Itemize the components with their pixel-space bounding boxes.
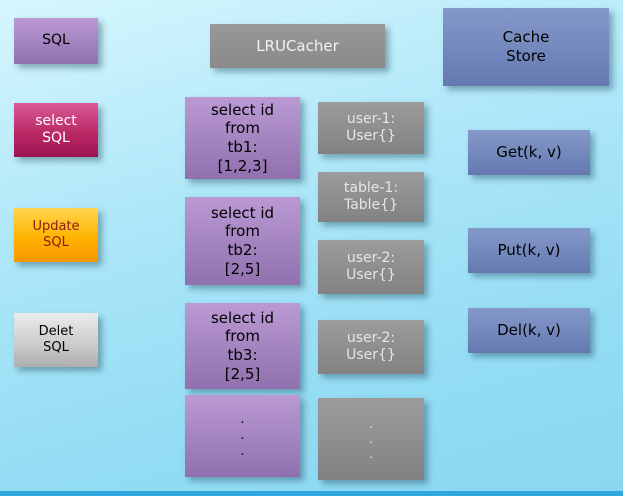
node-lrucacher: LRUCacher [210,24,385,68]
op-put: Put(k, v) [468,228,590,273]
query-box-tb3: select id from tb3: [2,5] [185,303,300,389]
query-box-tb2: select id from tb2: [2,5] [185,197,300,285]
node-sql: SQL [14,18,98,64]
node-cache-store: Cache Store [443,8,609,86]
cache-entry-table1: table-1: Table{} [318,172,424,222]
op-get: Get(k, v) [468,130,590,175]
cache-entry-user2-a: user-2: User{} [318,240,424,294]
cache-entry-user2-b: user-2: User{} [318,320,424,374]
node-delete-sql: Delet SQL [14,313,98,367]
query-box-ellipsis: . . . [185,395,300,477]
node-update-sql: Update SQL [14,208,98,262]
cache-entry-user1: user-1: User{} [318,102,424,154]
cache-entry-ellipsis: . . . [318,398,424,480]
node-select-sql: select SQL [14,103,98,157]
query-box-tb1: select id from tb1: [1,2,3] [185,97,300,179]
op-del: Del(k, v) [468,308,590,353]
